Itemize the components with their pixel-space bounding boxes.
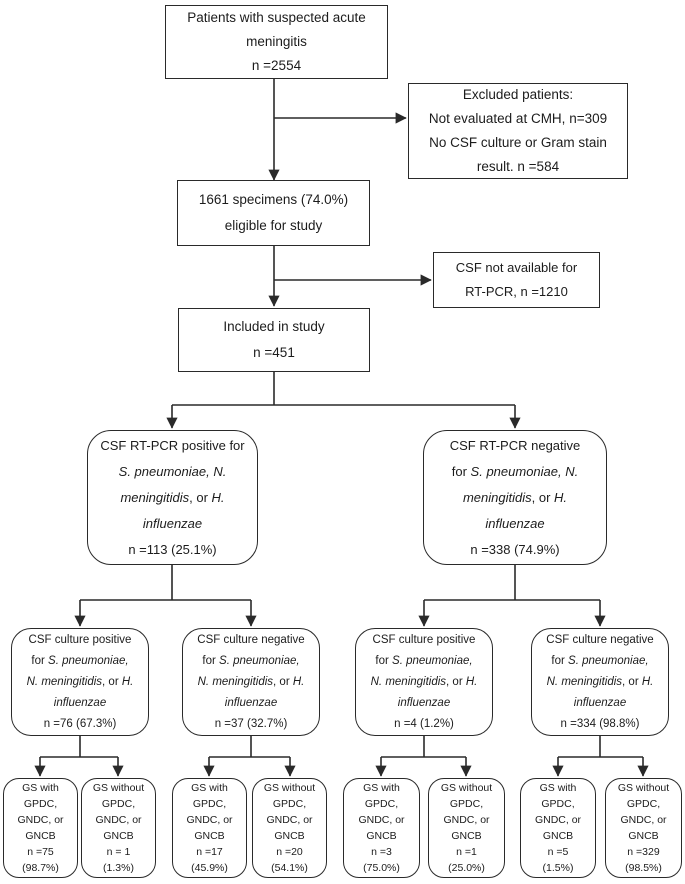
box-eligible-specimens: 1661 specimens (74.0%)eligible for study [177,180,370,246]
box-excluded-patients: Excluded patients:Not evaluated at CMH, … [408,83,628,179]
